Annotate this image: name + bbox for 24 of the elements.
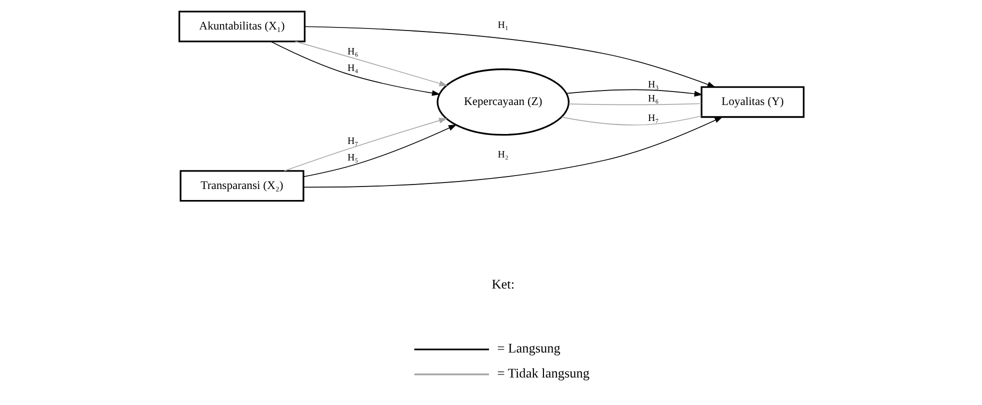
node-box: Loyalitas (Y) [700, 86, 804, 118]
arrow [304, 26, 716, 88]
edge-label: H₆ [648, 94, 658, 105]
arrow [294, 41, 448, 86]
edge-label: H₇ [347, 136, 358, 148]
edge-label: H₄ [347, 62, 358, 74]
edge-label: H₆ [347, 46, 358, 58]
label: Ket: [491, 276, 514, 292]
arrow [302, 116, 722, 188]
edge-label: H₇ [648, 112, 658, 124]
edge-label: H₁ [497, 20, 508, 31]
connector [568, 103, 702, 106]
edge-label: H₅ [347, 152, 358, 164]
arrow [566, 89, 702, 97]
arrow [302, 124, 456, 178]
node-box: Akuntabilitas (X₁) [178, 10, 306, 42]
legend-label: = Tidak langsung [496, 366, 590, 381]
edge-label: H₃ [648, 80, 658, 91]
arrow [283, 118, 447, 172]
arrow [270, 41, 440, 96]
legend-label: = Langsung [496, 340, 560, 356]
connector [560, 116, 702, 126]
node-box: Transparansi (X₂) [179, 170, 304, 202]
edge-label: H₂ [497, 149, 508, 160]
